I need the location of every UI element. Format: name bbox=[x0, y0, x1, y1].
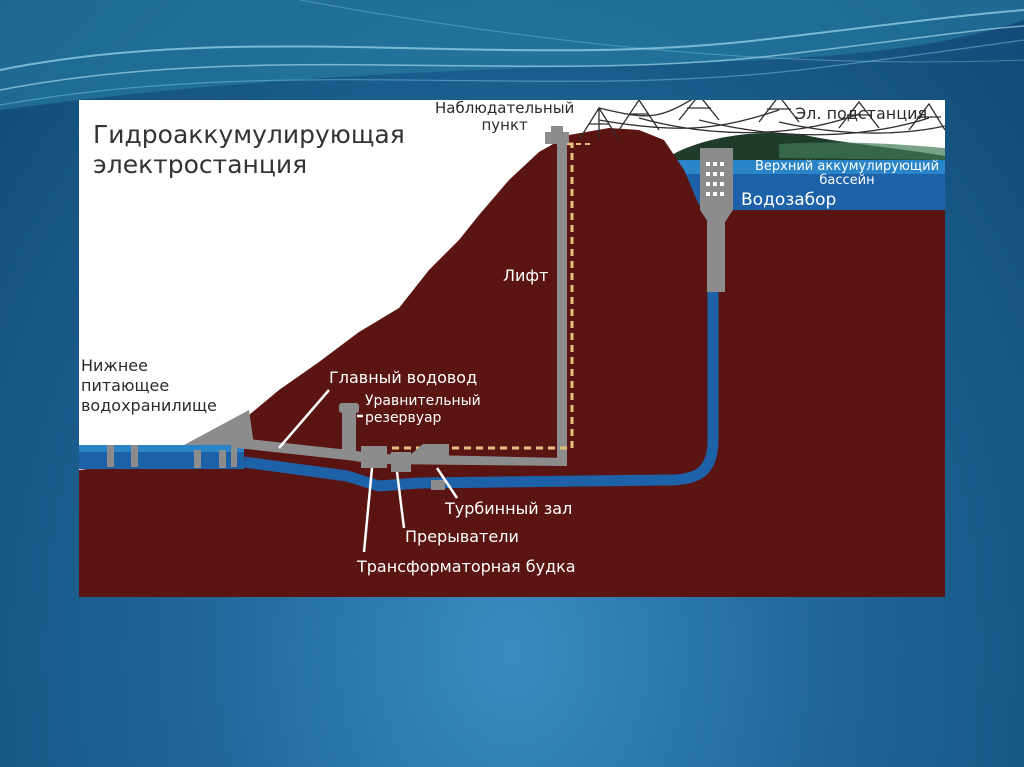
transformer-building bbox=[361, 446, 387, 468]
leader-lines bbox=[278, 389, 459, 553]
pier-5 bbox=[231, 445, 237, 467]
intake-tower-base bbox=[700, 210, 733, 222]
label-upper-reservoir-line1: Верхний аккумулирующий bbox=[755, 159, 940, 174]
pumped-storage-diagram: Гидроаккумулирующая электростанция Наблю… bbox=[79, 100, 945, 597]
breakers-building bbox=[391, 452, 411, 472]
penstock-pipe bbox=[243, 220, 719, 492]
label-upper-reservoir: Верхний аккумулирующий бассейн bbox=[755, 159, 940, 189]
label-observation-line2: пункт bbox=[481, 115, 528, 134]
label-breakers: Прерыватели bbox=[405, 527, 519, 546]
label-elevator: Лифт bbox=[503, 266, 549, 285]
label-turbine-hall: Турбинный зал bbox=[445, 499, 573, 518]
lower-reservoir-surface bbox=[79, 445, 244, 452]
intake-grate bbox=[706, 162, 724, 196]
label-lower-reservoir-line1: Нижнее bbox=[81, 356, 148, 375]
label-surge-tank-line2: резервуар bbox=[365, 409, 442, 426]
elevator-shaft bbox=[557, 140, 567, 466]
observation-post bbox=[545, 132, 569, 144]
main-conduit-tunnel bbox=[237, 438, 565, 466]
observation-post-top bbox=[551, 126, 563, 134]
pier-4 bbox=[219, 450, 226, 468]
diagram-title-line2: электростанция bbox=[93, 150, 308, 179]
grass-strip bbox=[779, 142, 945, 160]
label-surge-tank: Уравнительный резервуар bbox=[365, 393, 481, 427]
label-upper-reservoir-line2: бассейн bbox=[819, 173, 875, 189]
pier-1 bbox=[107, 445, 114, 467]
inlet-structure bbox=[184, 410, 254, 445]
diagram-title: Гидроаккумулирующая электростанция bbox=[93, 120, 405, 180]
label-observation-post: Наблюдательный пункт bbox=[435, 100, 574, 133]
intake-tower bbox=[700, 148, 733, 210]
turbine-outlet bbox=[431, 480, 445, 490]
label-transformer: Трансформаторная будка bbox=[357, 557, 576, 576]
upper-reservoir-surface bbox=[677, 160, 945, 174]
label-lower-reservoir-line2: питающее bbox=[81, 376, 170, 395]
label-lower-reservoir-line3: водохранилище bbox=[81, 396, 217, 415]
diagram-title-line1: Гидроаккумулирующая bbox=[93, 120, 405, 149]
label-lower-reservoir: Нижнее питающее водохранилище bbox=[81, 356, 217, 416]
power-line-towers bbox=[578, 100, 945, 141]
label-water-intake: Водозабор bbox=[741, 190, 837, 210]
surge-tank-cap bbox=[339, 403, 359, 413]
label-observation-line1: Наблюдательный bbox=[435, 100, 575, 117]
mountain-rock bbox=[79, 128, 945, 597]
turbine-hall-building bbox=[409, 444, 449, 462]
pier-2 bbox=[131, 445, 138, 467]
label-substation: Эл. подстанция bbox=[795, 104, 928, 123]
label-main-conduit: Главный водовод bbox=[329, 368, 478, 387]
diagram-illustration bbox=[79, 100, 945, 597]
surge-tank bbox=[342, 408, 356, 456]
pier-3 bbox=[194, 450, 201, 468]
label-surge-tank-line1: Уравнительный bbox=[365, 393, 481, 409]
